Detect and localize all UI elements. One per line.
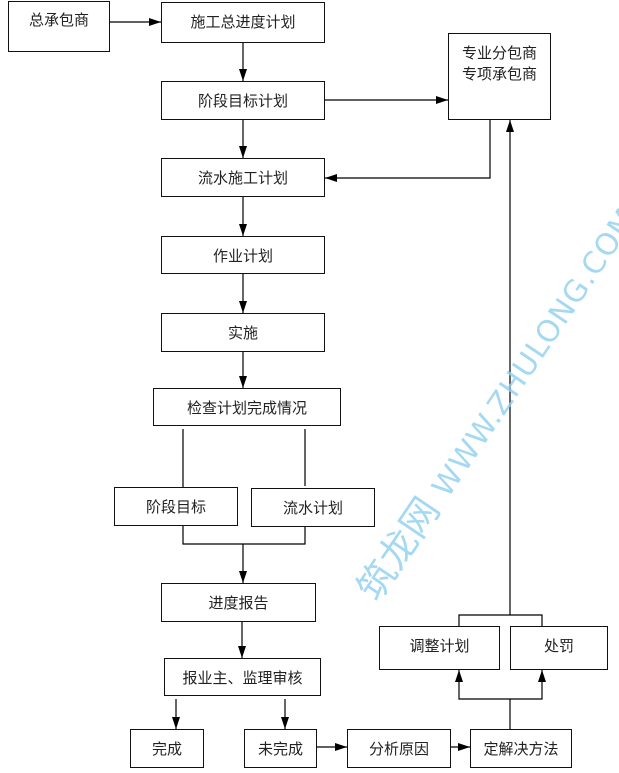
- node-phase-target-plan: 阶段目标计划: [161, 81, 325, 120]
- line-solution-to-penalty: [510, 670, 546, 700]
- node-progress-report: 进度报告: [161, 583, 316, 622]
- node-phase-target: 阶段目标: [114, 487, 238, 526]
- node-subcontractor: 专业分包商 专项承包商: [448, 33, 551, 120]
- line-solution-up: [455, 670, 511, 729]
- node-penalty: 处罚: [510, 626, 608, 670]
- arrow-sub-to-flow: [325, 120, 491, 182]
- node-analyze-cause: 分析原因: [347, 729, 451, 768]
- subcontractor-line1: 专业分包商: [461, 44, 537, 62]
- node-implementation: 实施: [161, 313, 325, 352]
- node-check-completion: 检查计划完成情况: [153, 388, 341, 426]
- subcontractor-line2: 专项承包商: [461, 65, 537, 83]
- node-flow-construction-plan: 流水施工计划: [161, 158, 325, 197]
- node-owner-supervisor-review: 报业主、监理审核: [164, 658, 321, 696]
- node-work-plan: 作业计划: [161, 236, 325, 274]
- node-adjust-plan: 调整计划: [379, 626, 500, 670]
- node-completed: 完成: [130, 729, 204, 768]
- node-not-completed: 未完成: [244, 729, 317, 768]
- node-flow-plan: 流水计划: [251, 488, 375, 527]
- node-determine-solution: 定解决方法: [470, 729, 572, 768]
- node-master-schedule: 施工总进度计划: [161, 2, 325, 43]
- line-join: [182, 526, 306, 545]
- line-bracket-top: [458, 614, 543, 626]
- node-general-contractor: 总承包商: [8, 1, 110, 52]
